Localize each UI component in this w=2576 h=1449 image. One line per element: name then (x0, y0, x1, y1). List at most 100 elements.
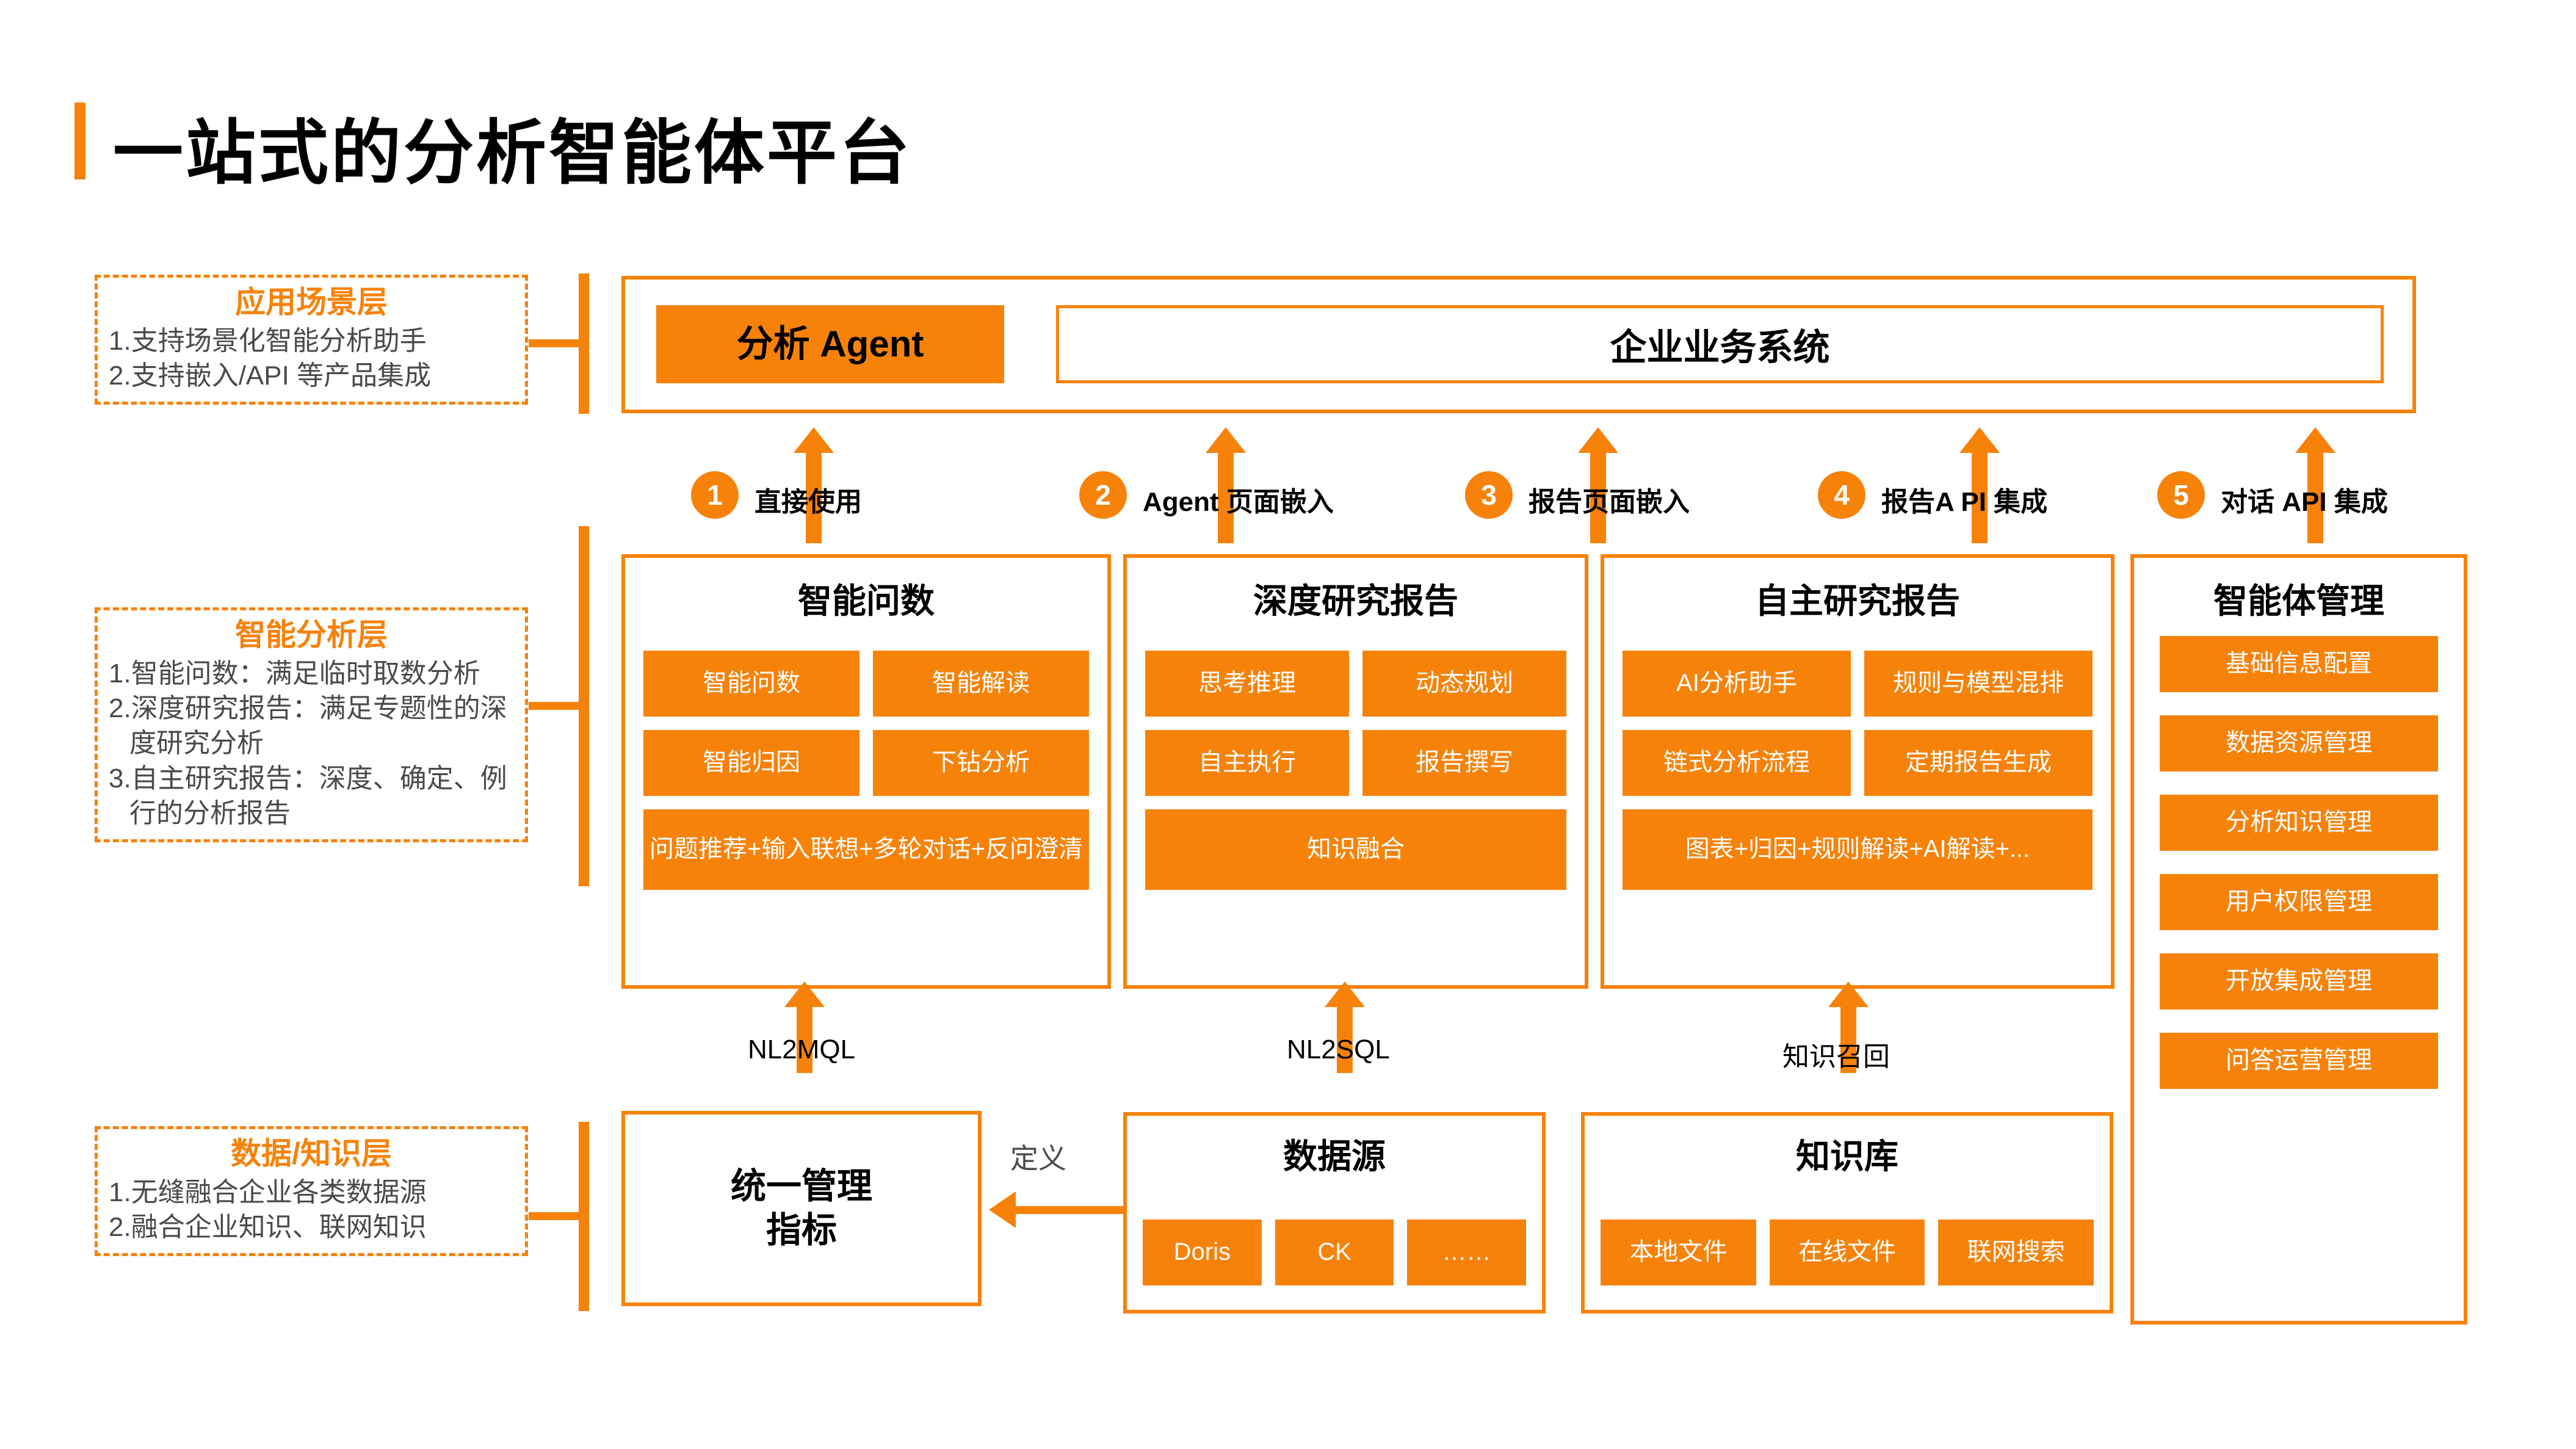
business-system-box[interactable]: 企业业务系统 (1056, 305, 2384, 383)
knowledge-base-chip[interactable]: 本地文件 (1601, 1220, 1756, 1285)
analysis-chip-wide[interactable]: 知识融合 (1145, 809, 1566, 890)
analysis-chip[interactable]: 智能解读 (873, 651, 1089, 717)
layer-item-list-analysis: 1.智能问数：满足临时取数分析 2.深度研究报告：满足专题性的深度研究分析 3.… (109, 656, 514, 831)
analysis-chip-wide[interactable]: 图表+归因+规则解读+AI解读+... (1623, 809, 2093, 890)
analysis-chip[interactable]: 定期报告生成 (1864, 730, 2093, 796)
management-item[interactable]: 开放集成管理 (2160, 953, 2438, 1010)
datasource-chip-row: Doris CK …… (1143, 1220, 1527, 1285)
connector-badge-1: 1 (691, 471, 739, 519)
business-system-label: 企业业务系统 (1610, 327, 1830, 368)
analysis-chip[interactable]: 规则与模型混排 (1864, 651, 2093, 717)
nl2sql-arrow (1325, 981, 1365, 1073)
connector-badge-3: 3 (1465, 471, 1513, 519)
chip-analysis-agent[interactable]: 分析 Agent (656, 305, 1004, 383)
knowledge-base-chip[interactable]: 联网搜索 (1938, 1220, 2094, 1285)
management-panel: 智能体管理 基础信息配置 数据资源管理 分析知识管理 用户权限管理 开放集成管理… (2130, 554, 2467, 1324)
analysis-chip[interactable]: 下钻分析 (873, 730, 1089, 796)
knowledge-base-panel-title: 知识库 (1796, 1137, 1898, 1176)
bracket-bar-application (579, 273, 589, 414)
management-item[interactable]: 分析知识管理 (2160, 795, 2438, 851)
knowledge-base-chip-row: 本地文件 在线文件 联网搜索 (1601, 1220, 2094, 1285)
layer-item: 2.支持嵌入/API 等产品集成 (109, 361, 432, 391)
connector-arrow-2 (1206, 427, 1246, 543)
connector-badge-4: 4 (1818, 471, 1865, 519)
management-item[interactable]: 问答运营管理 (2160, 1033, 2438, 1089)
datasource-panel: 数据源 Doris CK …… (1123, 1112, 1546, 1313)
layer-item-list-data: 1.无缝融合企业各类数据源 2.融合企业知识、联网知识 (109, 1175, 514, 1245)
analysis-chip[interactable]: AI分析助手 (1623, 651, 1851, 717)
page-title: 一站式的分析智能体平台 (113, 114, 913, 192)
bracket-bar-analysis (579, 526, 589, 886)
management-item[interactable]: 用户权限管理 (2160, 874, 2438, 930)
analysis-chip-wide[interactable]: 问题推荐+输入联想+多轮对话+反问澄清 (643, 809, 1089, 890)
layer-title-analysis: 智能分析层 (235, 618, 388, 652)
management-item-list: 基础信息配置 数据资源管理 分析知识管理 用户权限管理 开放集成管理 问答运营管… (2160, 636, 2438, 1089)
analysis-chip[interactable]: 智能归因 (643, 730, 859, 796)
bracket-bar-data (579, 1122, 589, 1311)
management-item[interactable]: 数据资源管理 (2160, 715, 2438, 771)
layer-item: 2.融合企业知识、联网知识 (109, 1212, 427, 1243)
connector-label-1: 直接使用 (754, 487, 862, 517)
connector-arrow-3 (1578, 427, 1618, 543)
analysis-panel-smart-query: 智能问数 智能问数 智能解读 智能归因 下钻分析 问题推荐+输入联想+多轮对话+… (621, 554, 1111, 989)
analysis-panel-title: 深度研究报告 (1253, 582, 1458, 620)
layer-title-application: 应用场景层 (235, 285, 388, 319)
management-panel-title: 智能体管理 (2213, 582, 2384, 620)
layer-item: 3.自主研究报告：深度、确定、例行的分析报告 (109, 763, 507, 828)
nl2mql-arrow (784, 981, 825, 1073)
connector-label-4: 报告A PI 集成 (1881, 487, 2048, 517)
knowledge-base-panel: 知识库 本地文件 在线文件 联网搜索 (1581, 1112, 2113, 1313)
layer-title-data: 数据/知识层 (231, 1136, 392, 1171)
bracket-stem-analysis (529, 702, 581, 710)
unified-metrics-line1: 统一管理 (730, 1166, 872, 1206)
define-arrow-shaft (1015, 1206, 1127, 1214)
analysis-chip-grid: AI分析助手 规则与模型混排 链式分析流程 定期报告生成 图表+归因+规则解读+… (1623, 651, 2093, 890)
layer-card-application: 应用场景层 1.支持场景化智能分析助手 2.支持嵌入/API 等产品集成 (95, 275, 528, 405)
layer-card-analysis: 智能分析层 1.智能问数：满足临时取数分析 2.深度研究报告：满足专题性的深度研… (95, 607, 528, 842)
datasource-chip[interactable]: …… (1407, 1220, 1527, 1285)
layer-item: 2.深度研究报告：满足专题性的深度研究分析 (109, 693, 507, 759)
analysis-chip[interactable]: 报告撰写 (1362, 730, 1566, 796)
analysis-panel-autonomous-research: 自主研究报告 AI分析助手 规则与模型混排 链式分析流程 定期报告生成 图表+归… (1601, 554, 2115, 989)
analysis-chip[interactable]: 动态规划 (1362, 651, 1566, 717)
connector-label-2: Agent 页面嵌入 (1143, 487, 1334, 517)
bracket-stem-application (529, 339, 581, 347)
management-item[interactable]: 基础信息配置 (2160, 636, 2438, 692)
datasource-chip[interactable]: CK (1275, 1220, 1394, 1285)
analysis-chip[interactable]: 链式分析流程 (1623, 730, 1851, 796)
connector-badge-2: 2 (1079, 471, 1127, 519)
knowledge-recall-caption: 知识召回 (1782, 1042, 1890, 1072)
connector-label-3: 报告页面嵌入 (1529, 487, 1690, 517)
layer-item: 1.智能问数：满足临时取数分析 (109, 659, 480, 688)
layer-card-data: 数据/知识层 1.无缝融合企业各类数据源 2.融合企业知识、联网知识 (95, 1126, 528, 1257)
connector-badge-5: 5 (2157, 471, 2205, 519)
analysis-panel-title: 自主研究报告 (1755, 582, 1960, 620)
connector-arrow-1 (794, 427, 834, 543)
define-arrow-head-icon (989, 1191, 1016, 1228)
analysis-chip[interactable]: 智能问数 (643, 651, 859, 717)
unified-metrics-label: 统一管理 指标 (731, 1165, 872, 1253)
title-accent-bar (74, 103, 85, 179)
connector-label-5: 对话 API 集成 (2221, 487, 2388, 517)
connector-arrow-5 (2295, 427, 2335, 543)
layer-item: 1.无缝融合企业各类数据源 (109, 1177, 427, 1207)
analysis-chip-grid: 思考推理 动态规划 自主执行 报告撰写 知识融合 (1145, 651, 1566, 890)
connector-arrow-4 (1959, 427, 2000, 543)
layer-item: 1.支持场景化智能分析助手 (109, 326, 427, 356)
nl2mql-caption: NL2MQL (748, 1035, 856, 1064)
knowledge-base-chip[interactable]: 在线文件 (1769, 1220, 1925, 1285)
analysis-chip[interactable]: 自主执行 (1145, 730, 1349, 796)
unified-metrics-box[interactable]: 统一管理 指标 (621, 1111, 982, 1306)
nl2sql-caption: NL2SQL (1287, 1035, 1390, 1064)
analysis-chip[interactable]: 思考推理 (1145, 651, 1349, 717)
datasource-panel-title: 数据源 (1283, 1137, 1386, 1176)
define-arrow-label: 定义 (1010, 1143, 1066, 1174)
unified-metrics-line2: 指标 (765, 1210, 837, 1250)
layer-item-list-application: 1.支持场景化智能分析助手 2.支持嵌入/API 等产品集成 (109, 323, 514, 393)
analysis-panel-title: 智能问数 (798, 582, 935, 620)
datasource-chip[interactable]: Doris (1143, 1220, 1262, 1285)
knowledge-recall-arrow (1828, 981, 1869, 1073)
analysis-panel-deep-research: 深度研究报告 思考推理 动态规划 自主执行 报告撰写 知识融合 (1123, 554, 1588, 989)
bracket-stem-data (529, 1212, 581, 1220)
analysis-chip-grid: 智能问数 智能解读 智能归因 下钻分析 问题推荐+输入联想+多轮对话+反问澄清 (643, 651, 1089, 890)
